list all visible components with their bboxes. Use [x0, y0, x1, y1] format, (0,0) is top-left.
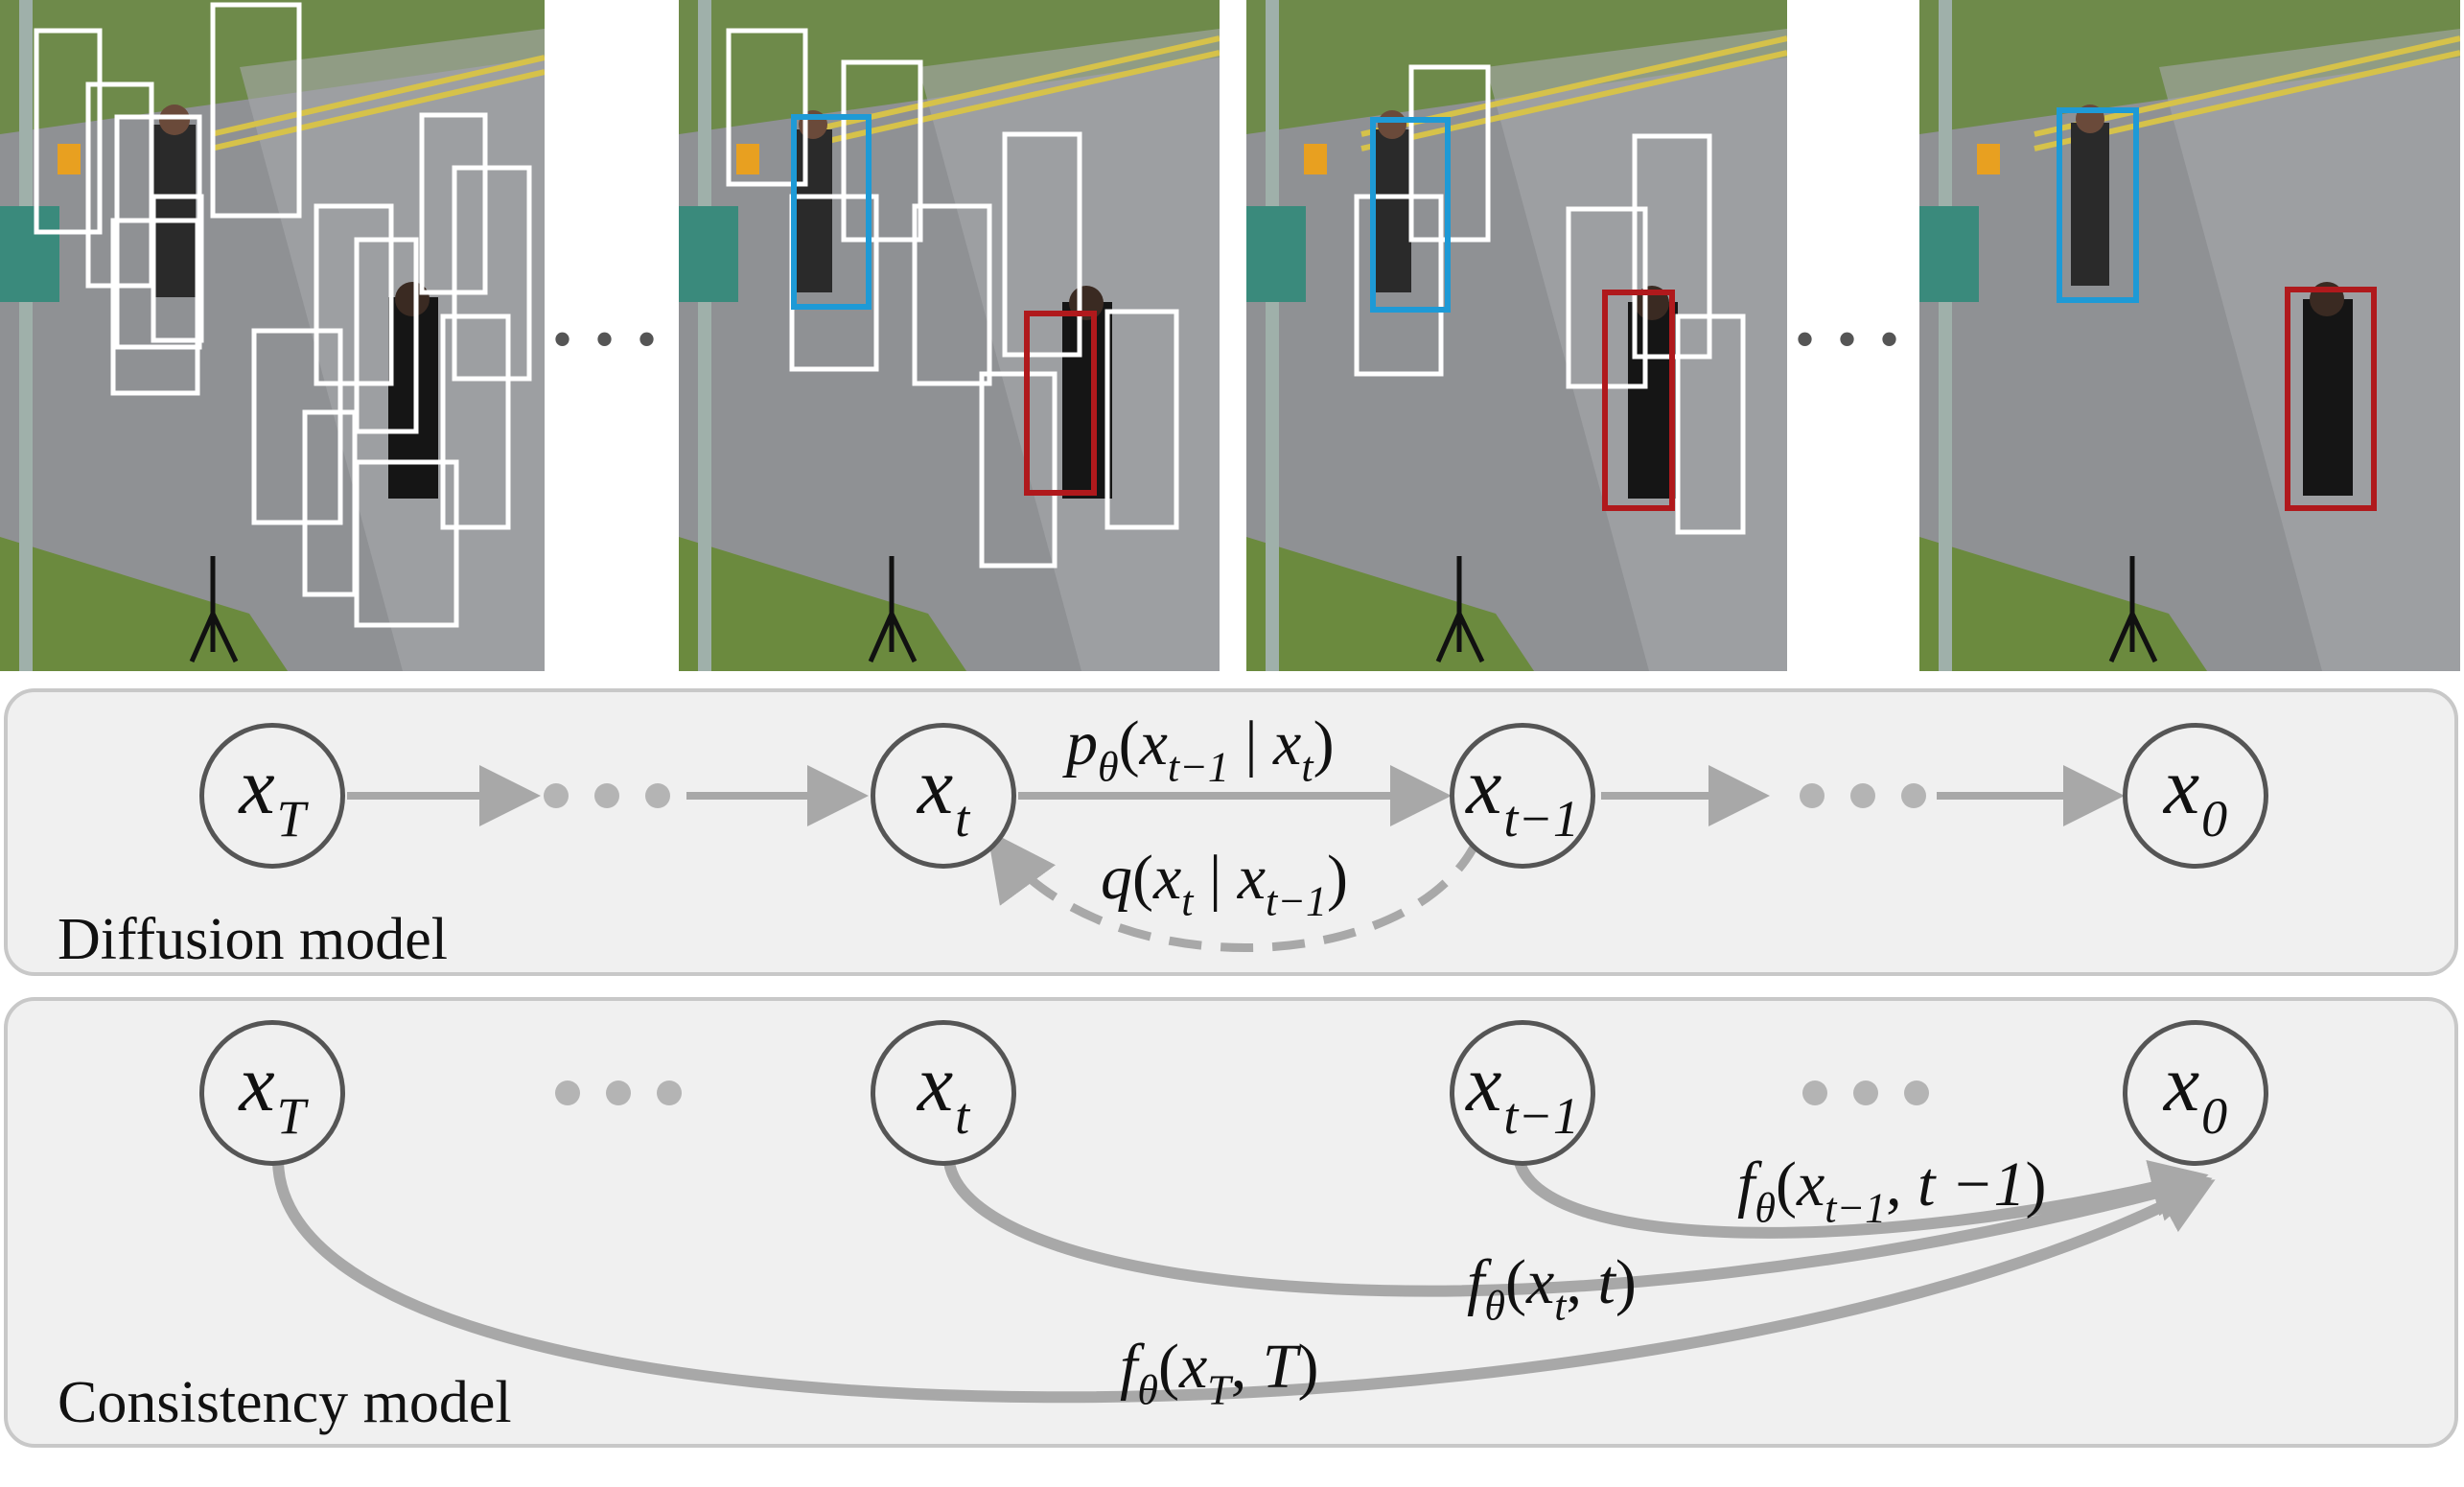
- person-box-red: [2285, 287, 2377, 511]
- node-xT: xT: [199, 1020, 345, 1166]
- person-box-red: [1024, 311, 1097, 496]
- consistency-arrow: [1514, 1160, 2209, 1239]
- frame-ellipsis: • • •: [552, 308, 662, 371]
- tripod-icon: [868, 556, 918, 663]
- ellipsis-dots: [1800, 783, 1926, 808]
- person-figure: [153, 105, 196, 297]
- node-xT: xT: [199, 723, 345, 869]
- consistency-arrow: [272, 1161, 2216, 1404]
- node-xt: xt: [871, 1020, 1016, 1166]
- noise-boxes: [726, 28, 1179, 569]
- person-box-blue: [2057, 107, 2139, 303]
- consistency-arrow: [943, 1160, 2213, 1297]
- person-figure: [388, 282, 438, 499]
- forward-transition-label: pθ(xt−1 | xt): [1066, 709, 1335, 791]
- diffusion-caption: Diffusion model: [58, 907, 448, 972]
- diffusion-panel: [4, 688, 2458, 976]
- person-box-blue: [1370, 117, 1451, 313]
- ellipsis-dots: [555, 1080, 682, 1105]
- node-x0: x0: [2123, 723, 2268, 869]
- reverse-transition-label: q(xt | xt−1): [1101, 843, 1348, 925]
- tripod-icon: [2108, 556, 2158, 663]
- node-xt-minus-1: xt−1: [1450, 723, 1595, 869]
- node-x0: x0: [2123, 1020, 2268, 1166]
- scene-frame-3: [1246, 0, 1787, 671]
- ellipsis-dots: [1802, 1080, 1929, 1105]
- ellipsis-dots: [544, 783, 670, 808]
- reverse-arrow: [987, 829, 1481, 952]
- tripod-icon: [189, 556, 239, 663]
- noise-boxes: [34, 2, 532, 628]
- node-xt-minus-1: xt−1: [1450, 1020, 1595, 1166]
- consistency-label-t-minus-1: fθ(xt−1, t −1): [1737, 1150, 2047, 1232]
- consistency-caption: Consistency model: [58, 1370, 512, 1435]
- tripod-icon: [1435, 556, 1485, 663]
- scene-frame-2: [679, 0, 1220, 671]
- person-box-red: [1602, 290, 1675, 511]
- node-xt: xt: [871, 723, 1016, 869]
- frame-ellipsis: • • •: [1795, 308, 1904, 371]
- consistency-label-t: fθ(xt, t): [1467, 1247, 1637, 1330]
- consistency-label-T: fθ(xT, T): [1120, 1332, 1319, 1414]
- scene-frame-4: [1919, 0, 2460, 671]
- person-box-blue: [791, 114, 872, 310]
- person-figure: [2303, 282, 2353, 496]
- scene-frame-1: [0, 0, 545, 671]
